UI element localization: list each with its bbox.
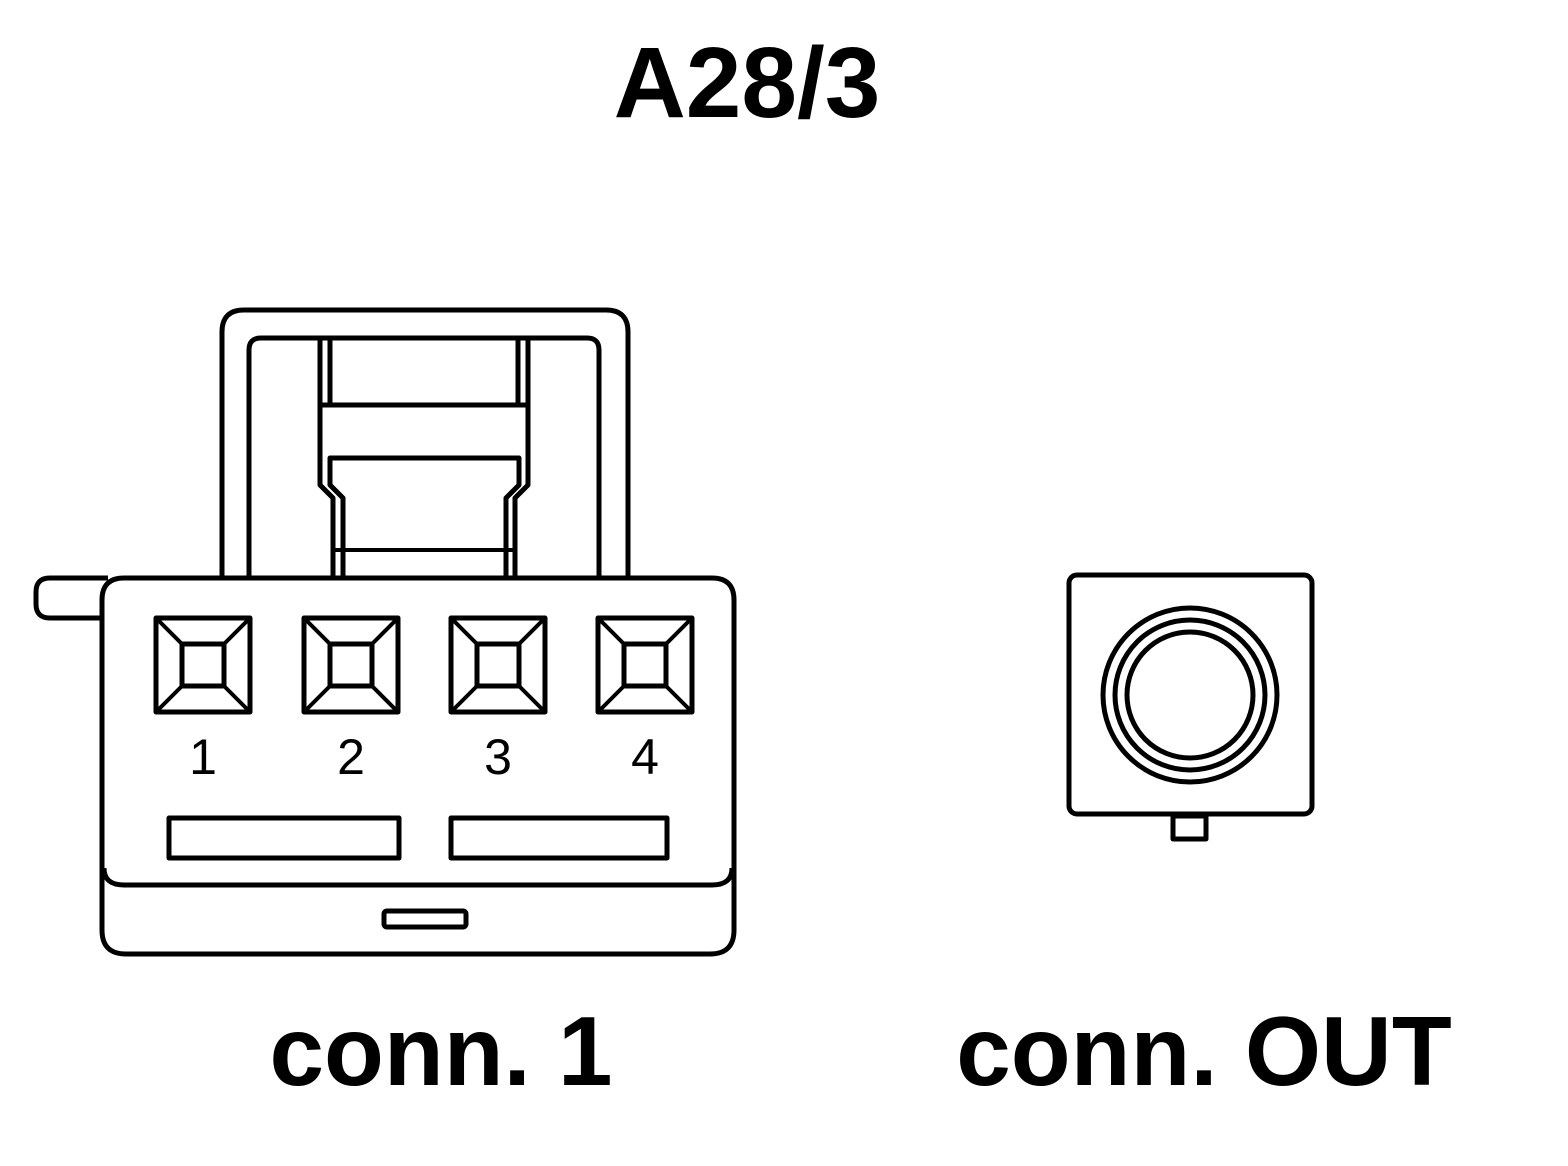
pin-terminal [301,615,401,715]
connector-1: 1 2 3 4 [33,307,737,957]
pin-number: 4 [631,729,659,785]
connector-1-slot-right [448,815,670,861]
connector-out [1066,572,1315,842]
pin-terminal [153,615,253,715]
connector-1-side-tab [33,575,108,621]
connector-1-body [99,575,737,957]
connector-1-label: conn. 1 [269,996,612,1106]
connector-1-latch [219,307,631,578]
pin-terminal [448,615,548,715]
pin-terminal [595,615,695,715]
connector-out-label: conn. OUT [956,996,1451,1106]
connector-out-key [1170,813,1209,842]
connector-out-socket [1100,605,1280,785]
connector-1-slot-left [166,815,402,861]
pin-number: 3 [484,729,512,785]
diagram-title: A28/3 [614,27,881,139]
pin-number: 1 [189,729,217,785]
pin-number: 2 [337,729,365,785]
